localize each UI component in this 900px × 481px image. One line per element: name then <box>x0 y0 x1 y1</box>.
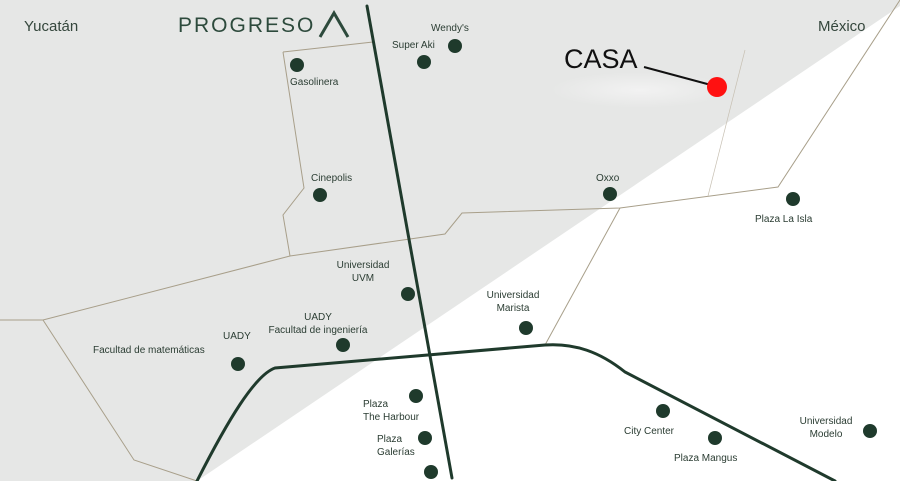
label-gasolinera: Gasolinera <box>290 77 339 88</box>
marker-extra-south[interactable] <box>424 465 438 479</box>
casa-glow <box>550 72 730 108</box>
marker-universidad-modelo[interactable] <box>863 424 877 438</box>
location-markers <box>231 39 877 479</box>
label-plaza-la-isla: Plaza La Isla <box>755 214 813 225</box>
casa-marker[interactable] <box>707 77 727 97</box>
label-super-aki: Super Aki <box>392 40 435 51</box>
label-universidad-uvm: Universidad UVM <box>330 259 396 285</box>
region-label-yucatan: Yucatán <box>24 18 79 35</box>
progreso-chevron-icon <box>318 10 350 38</box>
label-plaza-mangus: Plaza Mangus <box>674 453 738 464</box>
region-label-mexico: México <box>818 18 866 35</box>
label-facultad-ingenieria-line1: UADY <box>304 312 332 323</box>
marker-universidad-marista[interactable] <box>519 321 533 335</box>
marker-facultad-ingenieria[interactable] <box>336 338 350 352</box>
casa-label: CASA <box>564 44 638 74</box>
label-city-center: City Center <box>624 426 675 437</box>
label-uady: UADY <box>223 331 251 342</box>
label-plaza-harbour-line1: Plaza <box>363 399 389 410</box>
secondary-road-west-band <box>0 0 900 321</box>
label-universidad-marista: Universidad Marista <box>480 289 546 315</box>
label-facultad-ingenieria-line2: Facultad de ingeniería <box>268 325 368 336</box>
label-universidad-uvm-line1: Universidad <box>336 260 390 271</box>
label-universidad-modelo: Universidad Modelo <box>793 415 859 441</box>
label-universidad-modelo-line1: Universidad <box>799 416 853 427</box>
main-roads <box>195 4 837 481</box>
label-wendys: Wendy's <box>431 23 469 34</box>
label-universidad-marista-line2: Marista <box>496 303 530 314</box>
label-facultad-matematicas: Facultad de matemáticas <box>93 345 205 356</box>
secondary-road-marista <box>544 207 621 346</box>
label-plaza-galerias-line1: Plaza <box>377 434 403 445</box>
label-universidad-marista-line1: Universidad <box>486 290 540 301</box>
marker-uady[interactable] <box>231 357 245 371</box>
marker-plaza-harbour[interactable] <box>409 389 423 403</box>
marker-oxxo[interactable] <box>603 187 617 201</box>
label-oxxo: Oxxo <box>596 173 620 184</box>
secondary-road-gas-loop <box>282 41 374 53</box>
marker-gasolinera[interactable] <box>290 58 304 72</box>
label-plaza-galerias-line2: Galerías <box>377 447 415 458</box>
marker-plaza-la-isla[interactable] <box>786 192 800 206</box>
secondary-road-west-diagonal <box>42 319 198 481</box>
main-road-vertical <box>365 4 454 480</box>
label-plaza-harbour: Plaza The Harbour <box>363 398 419 424</box>
label-plaza-galerias: Plaza Galerías <box>377 433 415 459</box>
main-road-ring <box>195 343 837 481</box>
marker-plaza-mangus[interactable] <box>708 431 722 445</box>
casa-pointer-line <box>643 66 712 86</box>
brand-title: PROGRESO <box>178 14 316 37</box>
secondary-road-gas-vertical <box>282 51 305 257</box>
marker-city-center[interactable] <box>656 404 670 418</box>
label-cinepolis: Cinepolis <box>311 173 353 184</box>
marker-wendys[interactable] <box>448 39 462 53</box>
marker-plaza-galerias[interactable] <box>418 431 432 445</box>
label-universidad-modelo-line2: Modelo <box>809 429 843 440</box>
marker-universidad-uvm[interactable] <box>401 287 415 301</box>
marker-super-aki[interactable] <box>417 55 431 69</box>
label-facultad-ingenieria: UADY Facultad de ingeniería <box>268 311 368 337</box>
label-universidad-uvm-line2: UVM <box>351 273 375 284</box>
label-plaza-harbour-line2: The Harbour <box>363 412 420 423</box>
marker-cinepolis[interactable] <box>313 188 327 202</box>
secondary-road-casa-spur <box>707 49 746 197</box>
